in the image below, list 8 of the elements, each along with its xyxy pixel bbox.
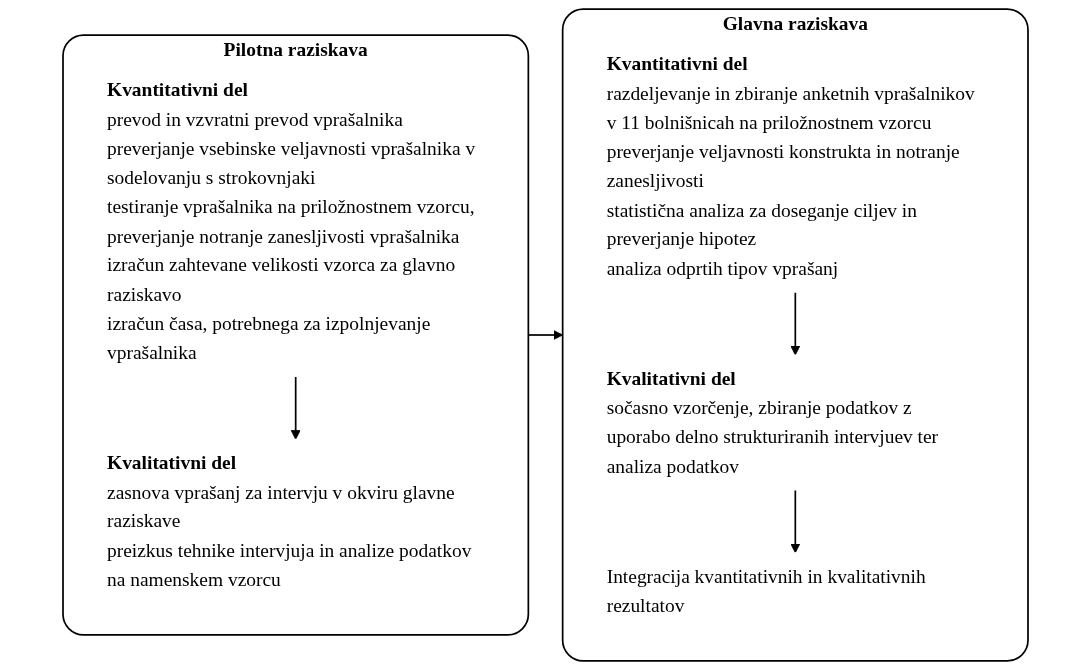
node-text: Kvalitativni del sočasno vzorčenje, zbiranje podatkov z uporabo delno strukturiranih intervjuev ter analiza podatkov — [606, 367, 939, 477]
node-text: Kvantitativni del prevod in vzvratni prevod vprašalnika preverjanje vsebinske veljavnosti vprašalnika v sodelovanju s strokovnjaki testiranje vprašalnika na priložnostnem vzorcu, preverjanje notranje zanesljivosti vprašalnika izračun zahtevane velikosti vzorca za glavno raziskavo izračun časa, potrebnega za izpolnjevanje vprašalnika — [107, 79, 476, 364]
node-text: Integracija kvantitativnih in kvalitativnih rezultatov — [606, 565, 926, 617]
node-text: Kvalitativni del zasnova vprašanj za intervju v okviru glavne raziskave preizkus tehnike intervjuja in analize podatkov na namenskem vzorcu — [107, 451, 472, 591]
arrow — [290, 375, 301, 440]
node-text: Kvantitativni del razdeljevanje in zbiranje anketnih vprašalnikov v 11 bolnišnicah na priložnostnem vzorcu preverjanje veljavnosti konstrukta in notranje zanesljivosti statistična analiza za doseganje ciljev in preverjanje hipotez analiza odprtih tipov vprašanj — [606, 53, 975, 279]
arrow — [790, 489, 801, 554]
arrow — [790, 291, 801, 356]
